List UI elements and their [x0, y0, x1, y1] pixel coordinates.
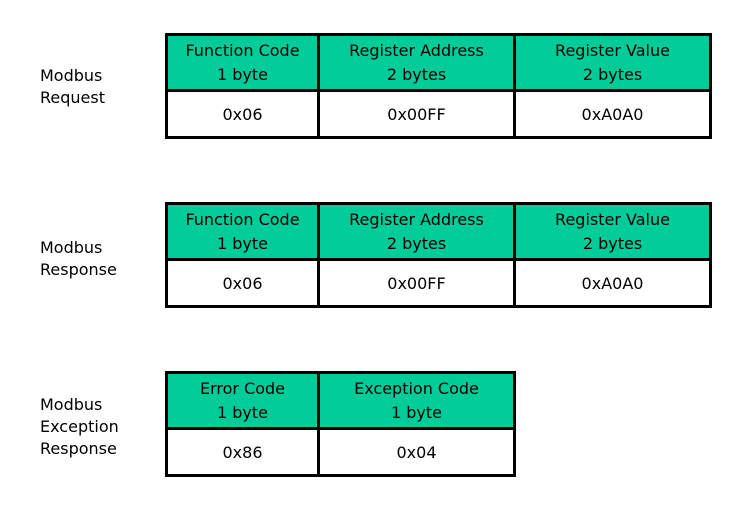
field-value-register-value: 0xA0A0	[513, 258, 712, 308]
field-size: 1 byte	[216, 64, 268, 84]
frame-label-line: Response	[40, 439, 117, 458]
frame-label-line: Request	[40, 88, 105, 107]
frame-label-exception-response: Modbus Exception Response	[40, 394, 119, 460]
field-header-register-address: Register Address 2 bytes	[317, 202, 516, 261]
field-size: 1 byte	[216, 233, 268, 253]
field-value-register-address: 0x00FF	[317, 258, 516, 308]
exception-frame-table: Error Code 1 byte Exception Code 1 byte …	[165, 371, 516, 477]
field-header-exception-code: Exception Code 1 byte	[317, 371, 516, 430]
field-header-register-value: Register Value 2 bytes	[513, 202, 712, 261]
frame-label-line: Response	[40, 260, 117, 279]
field-value-exception-code: 0x04	[317, 427, 516, 477]
field-name: Function Code	[185, 209, 300, 229]
frame-label-line: Modbus	[40, 238, 103, 257]
value-row: 0x06 0x00FF 0xA0A0	[165, 89, 712, 139]
field-value-function-code: 0x06	[165, 258, 320, 308]
field-value-function-code: 0x06	[165, 89, 320, 139]
frame-label-line: Modbus	[40, 66, 103, 85]
request-frame-table: Function Code 1 byte Register Address 2 …	[165, 33, 712, 139]
field-name: Register Address	[349, 209, 484, 229]
frame-label-line: Modbus	[40, 395, 103, 414]
field-size: 2 bytes	[386, 233, 447, 253]
field-header-register-value: Register Value 2 bytes	[513, 33, 712, 92]
field-name: Exception Code	[354, 378, 479, 398]
header-row: Error Code 1 byte Exception Code 1 byte	[165, 371, 516, 430]
frame-label-request: Modbus Request	[40, 65, 105, 109]
field-name: Register Value	[555, 209, 670, 229]
response-frame-table: Function Code 1 byte Register Address 2 …	[165, 202, 712, 308]
field-value-register-address: 0x00FF	[317, 89, 516, 139]
header-row: Function Code 1 byte Register Address 2 …	[165, 202, 712, 261]
field-name: Register Address	[349, 40, 484, 60]
field-value-error-code: 0x86	[165, 427, 320, 477]
field-header-function-code: Function Code 1 byte	[165, 33, 320, 92]
field-header-register-address: Register Address 2 bytes	[317, 33, 516, 92]
field-header-error-code: Error Code 1 byte	[165, 371, 320, 430]
header-row: Function Code 1 byte Register Address 2 …	[165, 33, 712, 92]
frame-label-response: Modbus Response	[40, 237, 117, 281]
value-row: 0x06 0x00FF 0xA0A0	[165, 258, 712, 308]
field-name: Function Code	[185, 40, 300, 60]
field-size: 1 byte	[216, 402, 268, 422]
field-header-function-code: Function Code 1 byte	[165, 202, 320, 261]
field-name: Register Value	[555, 40, 670, 60]
frame-label-line: Exception	[40, 417, 119, 436]
field-size: 2 bytes	[582, 64, 643, 84]
value-row: 0x86 0x04	[165, 427, 516, 477]
field-value-register-value: 0xA0A0	[513, 89, 712, 139]
field-size: 2 bytes	[386, 64, 447, 84]
field-size: 1 byte	[390, 402, 442, 422]
field-size: 2 bytes	[582, 233, 643, 253]
field-name: Error Code	[199, 378, 286, 398]
